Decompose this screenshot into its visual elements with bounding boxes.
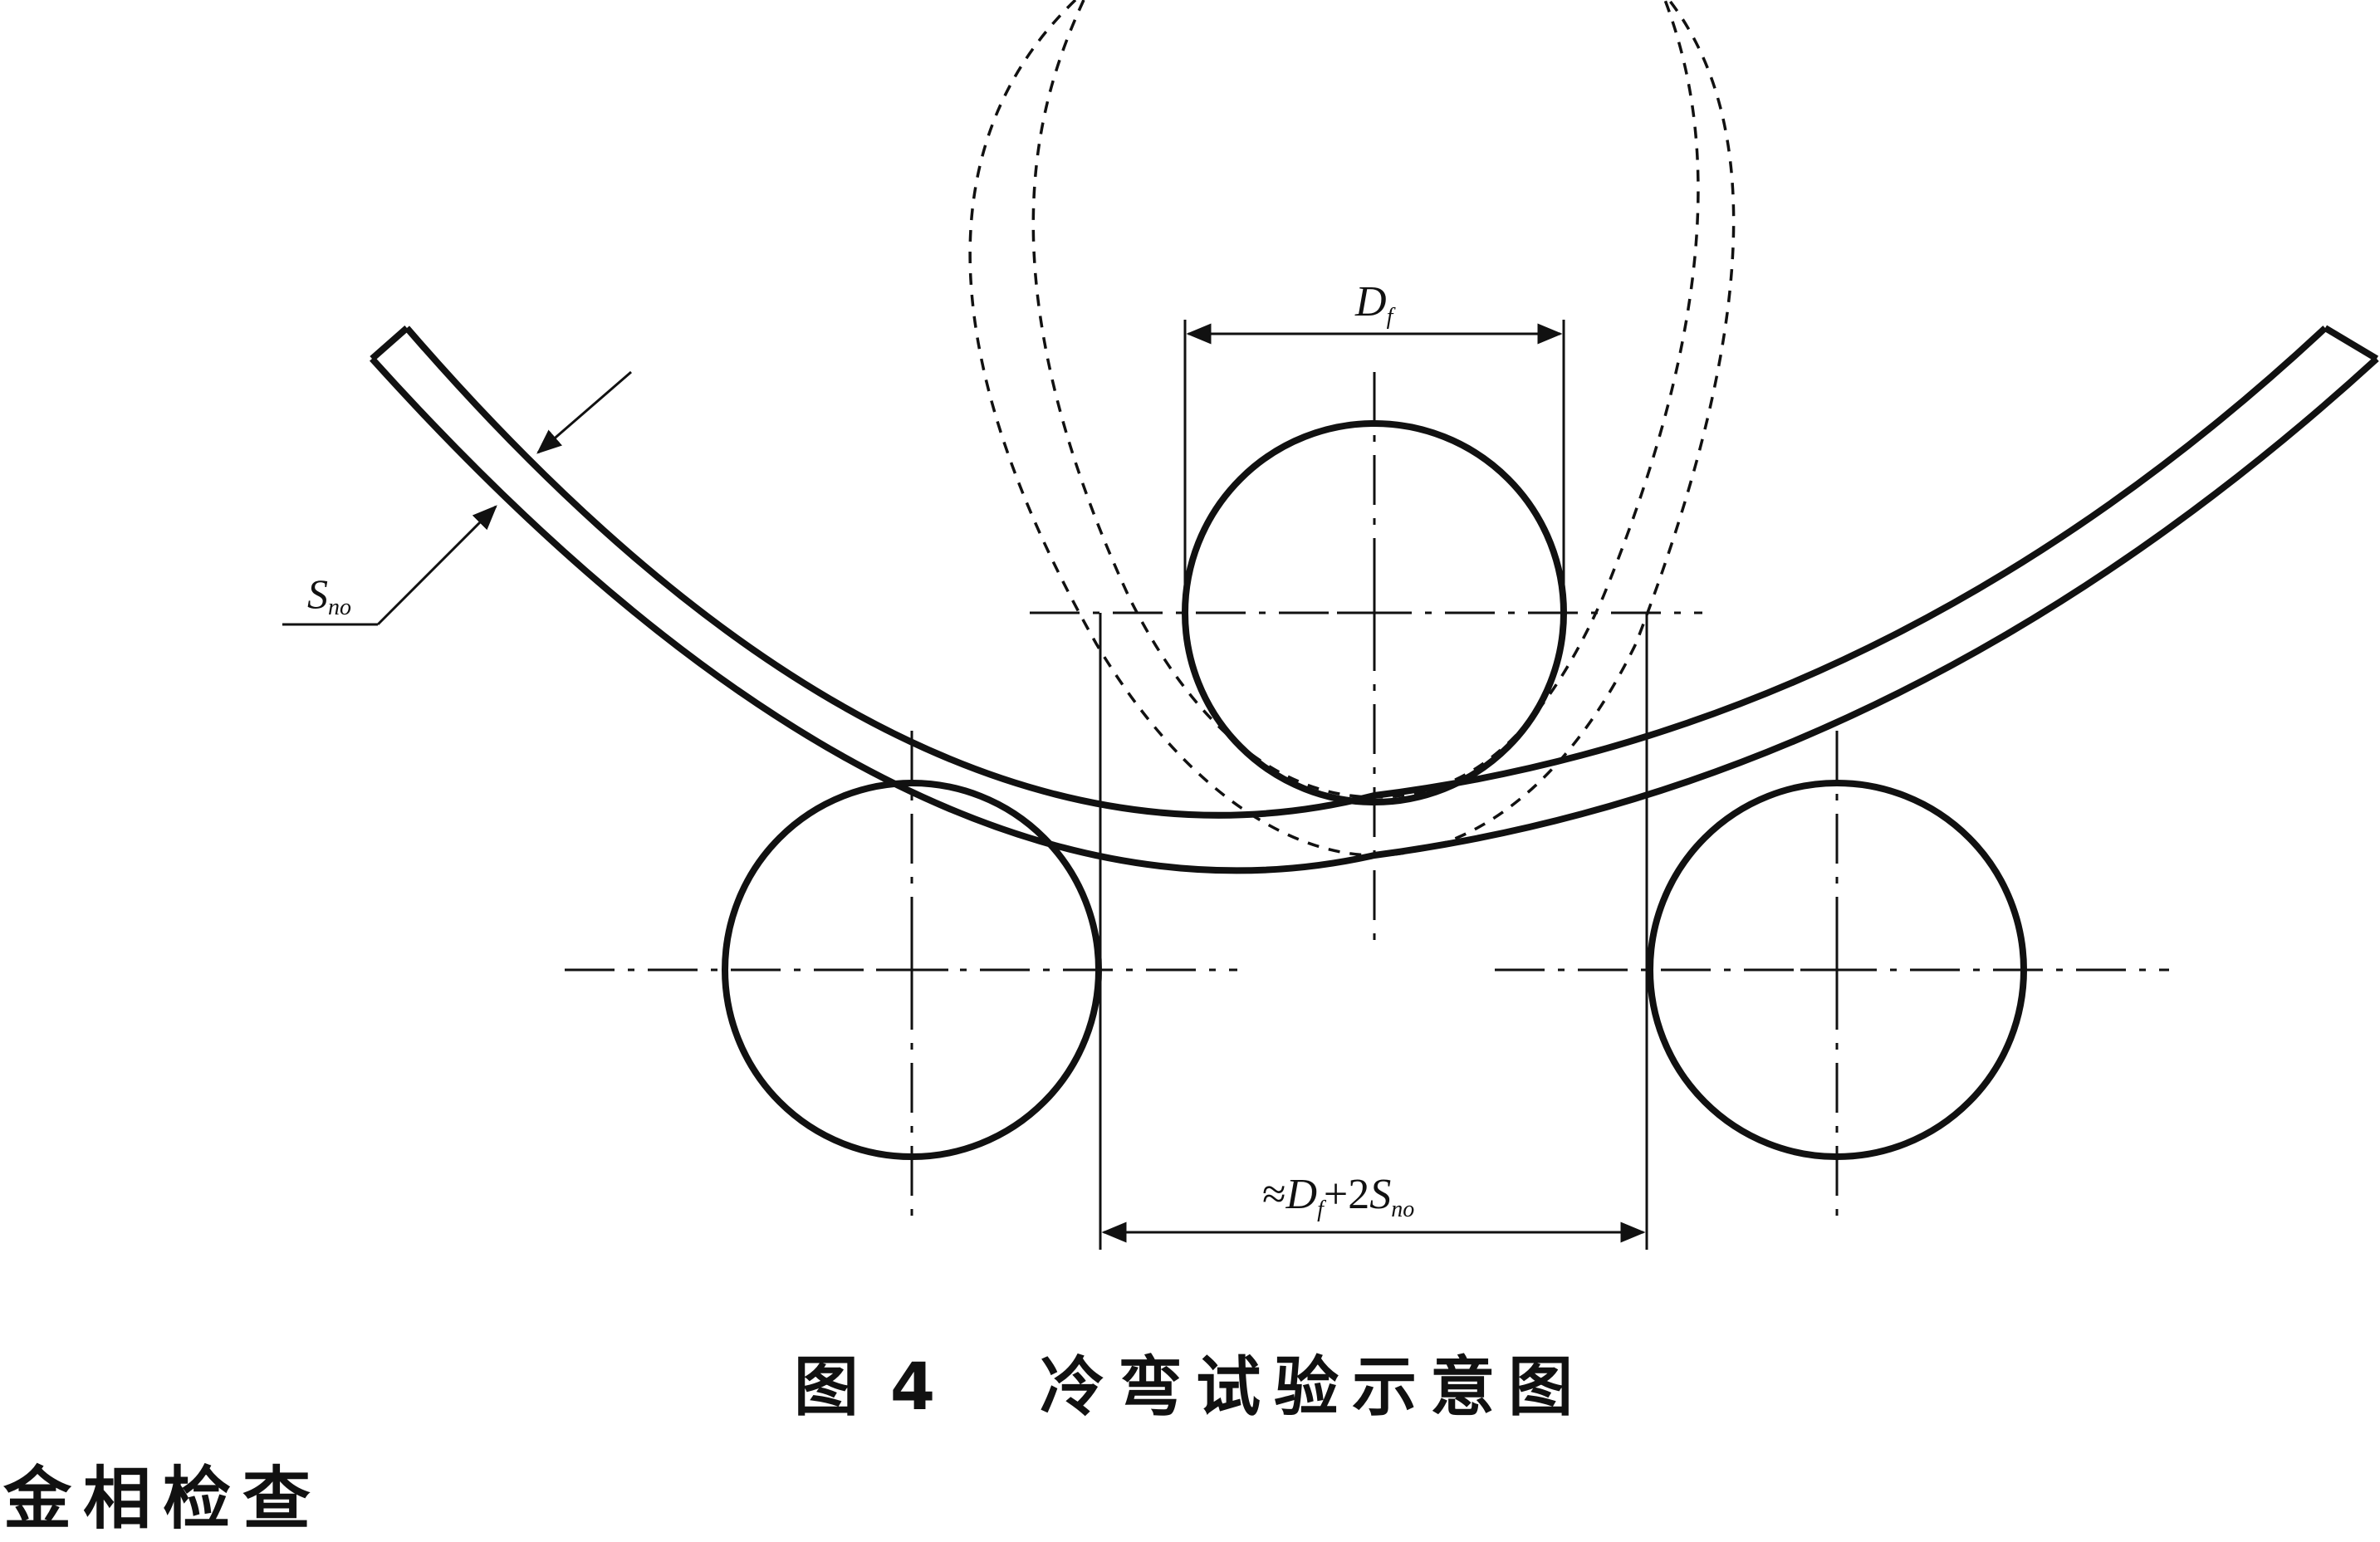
specimen-right-end: [2323, 325, 2379, 362]
gap-label-d-main: D: [1285, 1171, 1318, 1218]
specimen-inner-edge: [404, 326, 2328, 819]
figure-caption-prefix: 图: [793, 1350, 872, 1425]
final-bend-inner-dashed: [1031, 0, 1700, 799]
right-support-roller: [1495, 731, 2169, 1229]
gap-label: ≈Df+2Sno: [1262, 1171, 1414, 1222]
left-support-roller: [565, 731, 1237, 1229]
df-label-main: D: [1354, 278, 1387, 326]
gap-approx-symbol: ≈: [1262, 1171, 1286, 1218]
df-label-subscript: f: [1387, 304, 1396, 330]
sno-leader-lower: [376, 505, 497, 626]
dimension-specimen-thickness: Sno: [282, 370, 632, 626]
gap-label-plus-two: +2: [1324, 1171, 1369, 1218]
dimension-roller-gap: ≈Df+2Sno: [1099, 613, 1648, 1250]
sno-leader-upper: [536, 370, 632, 454]
specimen-left-end: [370, 325, 409, 362]
sno-label: Sno: [307, 570, 351, 620]
gap-label-s-main: S: [1369, 1171, 1391, 1218]
sno-label-subscript: no: [328, 595, 351, 620]
figure-caption-title: 冷弯试验示意图: [1040, 1350, 1587, 1425]
figure-caption-number: 4: [889, 1350, 949, 1425]
gap-label-s-subscript: no: [1391, 1197, 1414, 1222]
df-label: Df: [1354, 278, 1396, 330]
section-heading: 金相检查: [3, 1460, 323, 1539]
sno-label-main: S: [307, 570, 328, 617]
gap-label-d-subscript: f: [1317, 1197, 1326, 1222]
dimension-mandrel-diameter: Df: [1183, 278, 1565, 613]
